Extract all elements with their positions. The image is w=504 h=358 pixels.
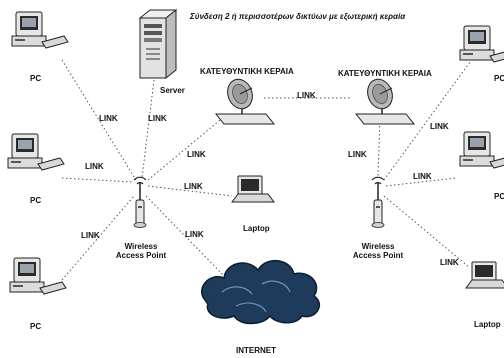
pc-icon <box>11 11 69 49</box>
internet-label: INTERNET <box>236 346 276 355</box>
server-icon <box>138 8 178 80</box>
link-label: LINK <box>440 258 459 267</box>
pc-label: PC <box>30 196 42 205</box>
access-point-label-line1: Wireless <box>124 242 158 251</box>
pc-label: PC <box>30 74 42 83</box>
link-label: LINK <box>430 122 449 131</box>
server-label: Server <box>160 86 185 95</box>
link-label: LINK <box>81 231 100 240</box>
access-point-label: Wireless Access Point <box>343 242 413 260</box>
access-point-icon <box>371 176 385 229</box>
access-point-label-line2: Access Point <box>352 251 404 260</box>
access-point-icon <box>133 176 147 229</box>
link-label: LINK <box>85 162 104 171</box>
pc-icon <box>459 25 504 63</box>
link-label: LINK <box>185 230 204 239</box>
link-label: LINK <box>148 114 167 123</box>
internet-cloud-icon <box>201 260 320 325</box>
antenna-label: ΚΑΤΕΥΘΥΝΤΙΚΗ ΚΕΡΑΙΑ <box>338 69 432 78</box>
pc-label: PC <box>494 74 504 83</box>
link-label: LINK <box>99 114 118 123</box>
laptop-label: Laptop <box>474 320 501 329</box>
antenna-label: ΚΑΤΕΥΘΥΝΤΙΚΗ ΚΕΡΑΙΑ <box>200 67 294 76</box>
pc-icon <box>9 257 67 295</box>
laptop-label: Laptop <box>243 224 270 233</box>
access-point-label: Wireless Access Point <box>106 242 176 260</box>
pc-icon <box>7 133 65 171</box>
access-point-label-line1: Wireless <box>361 242 395 251</box>
link-label: LINK <box>187 150 206 159</box>
link-label: LINK <box>184 182 203 191</box>
link-lines <box>61 59 471 281</box>
laptop-icon <box>231 175 275 203</box>
directional-antenna-icon <box>215 75 275 125</box>
link-label: LINK <box>297 91 316 100</box>
access-point-label-line2: Access Point <box>115 251 167 260</box>
link-label: LINK <box>413 172 432 181</box>
directional-antenna-icon <box>355 75 415 125</box>
pc-label: PC <box>30 322 42 331</box>
pc-label: PC <box>494 192 504 201</box>
pc-icon <box>459 131 504 169</box>
laptop-icon <box>465 261 504 289</box>
link-label: LINK <box>348 150 367 159</box>
diagram-title: Σύνδεση 2 ή περισσοτέρων δικτύων με εξωτ… <box>190 12 406 21</box>
